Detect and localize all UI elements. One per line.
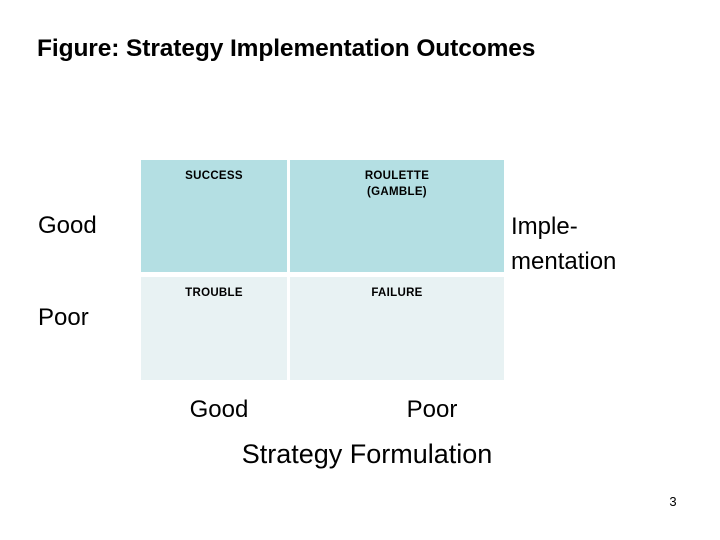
page-title: Figure: Strategy Implementation Outcomes xyxy=(37,35,536,62)
column-label-good: Good xyxy=(189,396,249,423)
matrix-cell-trouble: TROUBLE xyxy=(141,277,287,380)
matrix-cell-roulette-label: ROULETTE xyxy=(364,170,430,182)
y-axis-title-line1: Imple- xyxy=(511,213,578,240)
matrix-cell-failure-label: FAILURE xyxy=(371,287,423,299)
column-label-poor: Poor xyxy=(406,396,458,423)
matrix-cell-failure: FAILURE xyxy=(290,277,504,380)
y-axis-title-line2: mentation xyxy=(511,248,617,275)
page-number: 3 xyxy=(669,494,677,509)
strategy-outcome-matrix: SUCCESS ROULETTE (GAMBLE) TROUBLE FAILUR… xyxy=(141,160,504,380)
matrix-cell-roulette-label-line2: (GAMBLE) xyxy=(367,185,427,198)
y-axis-title: Imple- mentation xyxy=(511,209,711,279)
matrix-cell-success-label: SUCCESS xyxy=(185,170,243,182)
matrix-cell-trouble-label: TROUBLE xyxy=(185,287,243,299)
row-label-good: Good xyxy=(38,212,97,239)
matrix-cell-roulette: ROULETTE (GAMBLE) xyxy=(290,160,504,272)
row-label-poor: Poor xyxy=(38,304,89,331)
matrix-cell-success: SUCCESS xyxy=(141,160,287,272)
x-axis-title: Strategy Formulation xyxy=(241,439,493,469)
